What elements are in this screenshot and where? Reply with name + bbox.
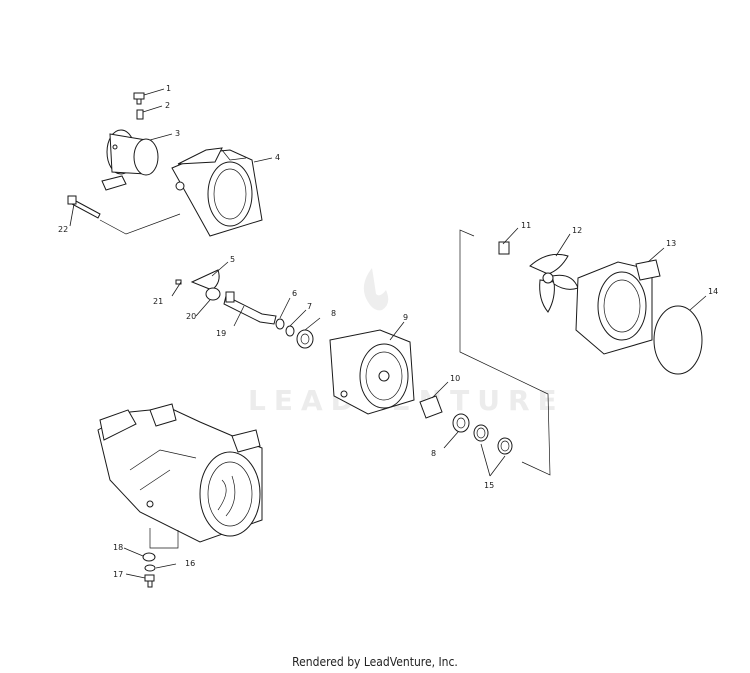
part-17-bolt [144, 574, 155, 588]
assembled-pump [97, 403, 263, 543]
part-22-bolt [67, 195, 101, 219]
callout-4: 4 [275, 153, 280, 162]
part-8-bearing-upper [296, 329, 314, 349]
part-12-impeller [529, 253, 579, 313]
callout-7: 7 [307, 302, 312, 311]
callout-20: 20 [186, 312, 196, 321]
part-18-washer [142, 552, 156, 562]
callout-22: 22 [58, 225, 68, 234]
part-7-ring [285, 325, 295, 337]
part-9-impeller-housing [329, 329, 415, 415]
callout-16: 16 [185, 559, 195, 568]
callout-13: 13 [666, 239, 676, 248]
leader-group-right [459, 229, 551, 476]
part-19-shaft [223, 291, 277, 325]
part-6-ring [275, 318, 285, 330]
callout-18: 18 [113, 543, 123, 552]
callout-6: 6 [292, 289, 297, 298]
part-15-seals [473, 424, 513, 455]
leader-lines [69, 88, 707, 579]
part-3-clamp [101, 129, 159, 191]
callout-12: 12 [572, 226, 582, 235]
part-14-ring [653, 305, 703, 375]
callout-21: 21 [153, 297, 163, 306]
part-10-sleeve [419, 395, 443, 419]
part-13-pump-housing [575, 259, 661, 355]
callout-labels: 1 2 3 4 5 6 7 8 8 9 10 11 12 13 14 15 16… [58, 84, 718, 579]
leader-lower [149, 528, 179, 549]
callout-15: 15 [484, 481, 494, 490]
footer-credit: Rendered by LeadVenture, Inc. [292, 655, 458, 669]
callout-11: 11 [521, 221, 531, 230]
callout-14: 14 [708, 287, 718, 296]
part-20-oring [205, 287, 221, 301]
part-1-bolt [133, 92, 145, 105]
callout-17: 17 [113, 570, 123, 579]
callout-8-upper: 8 [331, 309, 336, 318]
callout-10: 10 [450, 374, 460, 383]
part-16-washer [144, 564, 156, 572]
callout-8-lower: 8 [431, 449, 436, 458]
callout-9: 9 [403, 313, 408, 322]
part-8-bearing-lower [452, 413, 470, 433]
callout-19: 19 [216, 329, 226, 338]
part-11-bushing [498, 241, 510, 255]
callout-3: 3 [175, 129, 180, 138]
part-2-pin [136, 109, 144, 120]
part-4-nozzle-housing [171, 147, 263, 237]
callout-2: 2 [165, 101, 170, 110]
leader-22 [99, 213, 181, 235]
callout-1: 1 [166, 84, 171, 93]
callout-5: 5 [230, 255, 235, 264]
